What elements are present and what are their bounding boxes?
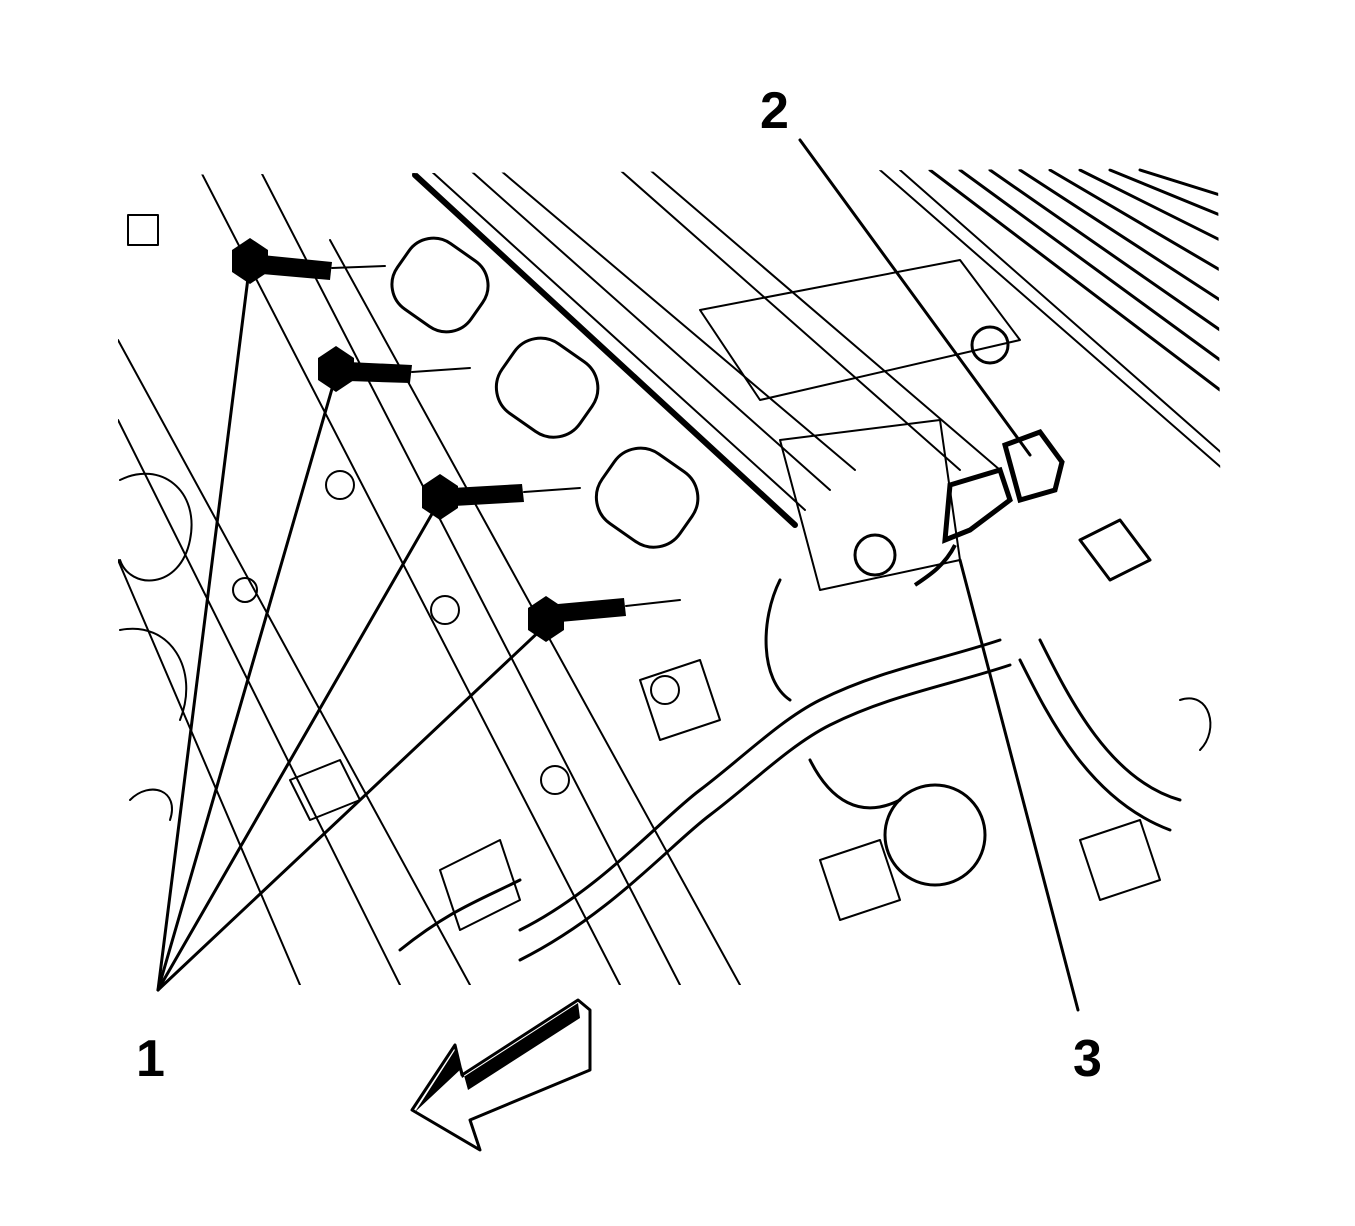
- exhaust-ports: [390, 236, 1010, 887]
- front-direction-arrow-icon: [410, 998, 592, 1152]
- callout-3: 3: [1073, 1030, 1102, 1088]
- bolt-2: [318, 346, 471, 392]
- sensor-connector: [913, 428, 1065, 587]
- engine-illustration: [118, 168, 1224, 985]
- bolt-3: [422, 474, 581, 520]
- manifold-bands: [118, 169, 1224, 985]
- component-outlines: [119, 214, 1212, 931]
- grille: [928, 168, 1222, 392]
- hoses: [398, 518, 1182, 962]
- bolt-1: [232, 238, 386, 284]
- callout-1: 1: [136, 1030, 165, 1088]
- bolt-4: [528, 596, 681, 642]
- manifold-edge-heavy: [412, 172, 798, 528]
- leader-lines: [156, 138, 1080, 1012]
- bolts: [232, 238, 681, 642]
- callout-2: 2: [760, 82, 789, 140]
